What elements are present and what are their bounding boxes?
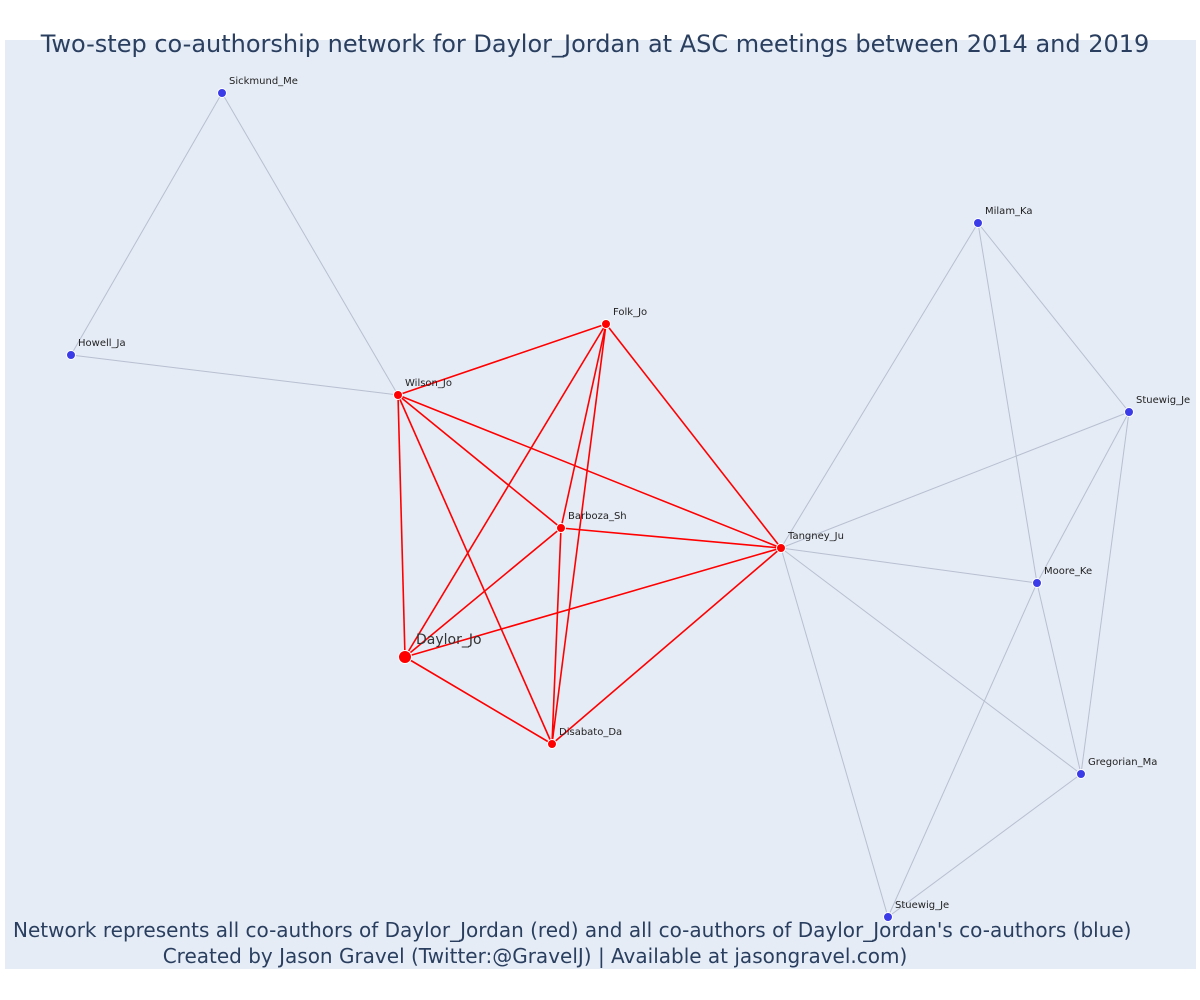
edge-first-degree — [404, 527, 562, 658]
node-stuewig-je-1[interactable] — [1124, 407, 1134, 417]
first-degree-edges — [397, 323, 782, 745]
footer-credit: Created by Jason Gravel (Twitter:@Gravel… — [162, 944, 908, 968]
node-moore-ke[interactable] — [1032, 578, 1042, 588]
edge-first-degree — [560, 527, 782, 549]
node-label-disabato-da: Disabato_Da — [559, 727, 622, 738]
second-degree-edges — [70, 92, 1130, 918]
node-barboza-sh[interactable] — [556, 523, 566, 533]
nodes-layer — [66, 88, 1134, 922]
node-gregorian-ma[interactable] — [1076, 769, 1086, 779]
edge-first-degree — [397, 394, 406, 658]
node-sickmund-me[interactable] — [217, 88, 227, 98]
chart-title: Two-step co-authorship network for Daylo… — [40, 30, 1150, 58]
edge-first-degree — [404, 323, 607, 658]
edge-second-degree — [887, 773, 1082, 918]
node-howell-ja[interactable] — [66, 350, 76, 360]
edge-first-degree — [404, 547, 782, 658]
edge-second-degree — [1036, 582, 1082, 775]
node-label-howell-ja: Howell_Ja — [78, 338, 126, 349]
edge-first-degree — [551, 527, 562, 745]
node-tangney-ju[interactable] — [776, 543, 786, 553]
node-daylor-jo[interactable] — [398, 650, 412, 664]
node-label-barboza-sh: Barboza_Sh — [568, 511, 627, 522]
edge-first-degree — [397, 394, 562, 529]
edge-first-degree — [397, 323, 607, 396]
node-wilson-jo[interactable] — [393, 390, 403, 400]
edge-second-degree — [1080, 411, 1130, 775]
edge-second-degree — [977, 222, 1130, 413]
edge-second-degree — [70, 92, 223, 356]
edge-second-degree — [977, 222, 1038, 584]
node-label-stuewig-je-1: Stuewig_Je — [1136, 395, 1190, 406]
node-disabato-da[interactable] — [547, 739, 557, 749]
node-label-milam-ka: Milam_Ka — [985, 206, 1033, 217]
node-milam-ka[interactable] — [973, 218, 983, 228]
node-label-stuewig-je-2: Stuewig_Je — [895, 900, 949, 911]
edge-first-degree — [551, 323, 607, 745]
node-folk-jo[interactable] — [601, 319, 611, 329]
footer-note: Network represents all co-authors of Day… — [13, 918, 1132, 942]
plot-area — [5, 40, 1196, 969]
node-label-tangney-ju: Tangney_Ju — [787, 531, 844, 542]
labels-layer: Daylor_Jo Wilson_Jo Folk_JoBarboza_ShTangn… — [78, 76, 1190, 911]
edge-second-degree — [887, 582, 1038, 918]
edge-second-degree — [70, 354, 399, 396]
edge-second-degree — [1036, 411, 1130, 584]
node-label-daylor-jo: Daylor_Jo — [416, 632, 482, 648]
edge-first-degree — [404, 656, 553, 745]
node-label-folk-jo: Folk_Jo — [613, 307, 647, 318]
node-stuewig-je-2[interactable] — [883, 912, 893, 922]
edge-first-degree — [397, 394, 782, 549]
node-label-sickmund-me: Sickmund_Me — [229, 76, 298, 87]
edge-second-degree — [780, 411, 1130, 549]
edge-second-degree — [221, 92, 399, 396]
edge-first-degree — [397, 394, 553, 745]
node-label-gregorian-ma: Gregorian_Ma — [1088, 757, 1157, 768]
edge-second-degree — [780, 547, 1038, 584]
node-label-wilson-jo: Wilson_Jo — [405, 378, 452, 389]
node-label-moore-ke: Moore_Ke — [1044, 566, 1092, 577]
edge-first-degree — [560, 323, 607, 529]
edge-second-degree — [780, 547, 889, 918]
edge-second-degree — [780, 547, 1082, 775]
edge-first-degree — [551, 547, 782, 745]
edge-first-degree — [605, 323, 782, 549]
edge-second-degree — [780, 222, 979, 549]
